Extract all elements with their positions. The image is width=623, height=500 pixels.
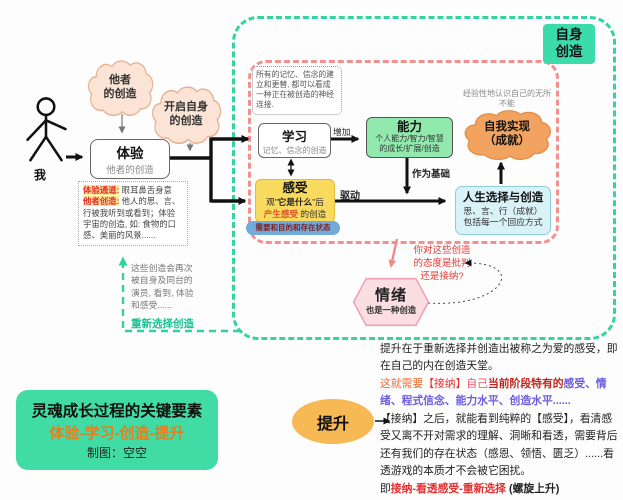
others-creation-value: 他人的思、言、行被我听到或看到；体验宇宙的创造, 如: 食物的口感、美丽的风景.…: [83, 196, 181, 241]
others-creation-key: 他者创造:: [83, 196, 120, 207]
open-own-creation-label: 开启自身 的创造: [164, 100, 208, 127]
person-icon: [26, 97, 67, 162]
insight-conclusion: 即接纳-看透感受-重新选择 (螺旋上升): [380, 482, 560, 495]
self-realization-sub: （成就）: [484, 135, 530, 147]
learning-subtitle: 记忆、信念的创造: [262, 145, 327, 155]
feeling-line2: 产生感受 的创造: [263, 208, 327, 219]
title-card: 灵魂成长过程的关键要素 体验-学习-创造-提升 制图：空空: [16, 390, 218, 470]
diagram-subtitle: 体验-学习-创造-提升: [49, 425, 185, 442]
memory-belief-note: 所有的记忆、信念的建立和更替, 都可以看成一种正在被创造的神经连接.: [252, 66, 342, 115]
feedback-note: 这些创造会再次被自身及同台的演员, 看到, 体验和感受......: [131, 263, 194, 310]
life-choice-line1: 思、言、行（成就）: [463, 205, 543, 216]
experience-detail-note: 体验通道: 眼耳鼻舌身意 他者创造: 他人的思、言、行被我听到或看到；体验宇宙的…: [78, 181, 188, 246]
insight-need-line: 这就需要【接纳】自己当前阶段特有的感受、情绪、程式信念、能力水平、创造水平...…: [380, 377, 607, 408]
arrow-feedback-reselect: [118, 256, 240, 333]
feeling-node: 感受 观"它是什么"后 产生感受 的创造: [255, 179, 335, 223]
learning-node: 学习 记忆、信念的创造: [258, 123, 331, 158]
feeling-title: 感受: [282, 181, 308, 196]
cloud-shape: [464, 110, 551, 160]
others-creation-cloud: 他者 的创造: [86, 58, 154, 116]
experience-node: 体验 他者的创造: [90, 139, 170, 179]
as-basis-edge-label: 作为基础: [412, 169, 451, 180]
experience-channel-value: 眼耳鼻舌身意: [119, 185, 172, 195]
life-choice-line2: 包括每一个回应方式: [463, 217, 543, 228]
arrow-creation-to-emotion: [388, 238, 399, 268]
self-creation-region: [232, 16, 616, 340]
emotion-node: 情绪 也是一种创造: [352, 277, 430, 327]
hexagon-shape: [352, 277, 430, 327]
emotion-label: 情绪 也是一种创造: [352, 277, 430, 327]
attitude-question: 你对这些创造 的态度是批判 还是接纳?: [413, 245, 471, 282]
ability-desc: 个人能力/智力/智慧 的成长/扩展/创造: [375, 134, 444, 154]
self-realization-title: 自我实现: [484, 120, 530, 133]
cloud-shape: [152, 86, 222, 144]
drive-edge-label: 驱动: [340, 191, 360, 202]
diagram-credit: 制图：空空: [86, 446, 147, 460]
ability-node: 能力 个人能力/智力/智慧 的成长/扩展/创造: [366, 117, 453, 158]
experience-title: 体验: [116, 146, 144, 161]
life-choice-title: 人生选择与创造: [462, 192, 544, 205]
learning-title: 学习: [281, 129, 307, 144]
self-realization-label: 自我实现 （成就）: [462, 108, 552, 160]
others-creation-label: 他者 的创造: [103, 73, 137, 100]
diagram-title: 灵魂成长过程的关键要素: [31, 403, 203, 420]
experience-subtitle: 他者的创造: [106, 165, 154, 176]
open-own-creation-cloud: 开启自身 的创造: [150, 84, 222, 144]
need-purpose-state-pill: 需要和目的和存在状态: [246, 221, 340, 235]
feeling-line1: 观"它是什么"后: [266, 196, 324, 207]
inner-creation-region: [248, 60, 559, 244]
self-creation-region-label: 自身 创造: [543, 24, 595, 64]
arrow-emotion-loop-dotted: [427, 259, 502, 304]
person-label: 我: [34, 168, 47, 182]
life-choice-node: 人生选择与创造 思、言、行（成就） 包括每一个回应方式: [455, 186, 551, 235]
insight-p1: 提升在于重新选择并创造出被称之为爱的感受，即在自己的内在创造天堂。: [380, 343, 618, 373]
insight-text-block: 提升在于重新选择并创造出被称之为爱的感受，即在自己的内在创造天堂。 这就需要【接…: [380, 341, 622, 498]
experience-channel-key: 体验通道:: [83, 185, 120, 195]
emotion-subtitle: 也是一种创造: [365, 305, 417, 316]
cloud-shape: [87, 60, 154, 116]
increase-edge-label: 增加: [333, 127, 351, 137]
emotion-title: 情绪: [374, 286, 407, 304]
ability-title: 能力: [396, 119, 422, 134]
realization-note: 经验性地认识自己的无所不能: [463, 89, 551, 109]
self-realization-cloud: 自我实现 （成就）: [462, 108, 552, 160]
uplift-node: 提升: [292, 399, 374, 444]
insight-p2: 【接纳】之后，就能看到纯粹的【感受】，看清感受又离不开对需求的理解、洞晰和看透，…: [380, 412, 618, 478]
reselect-creation-label: 重新选择创造: [131, 318, 194, 330]
